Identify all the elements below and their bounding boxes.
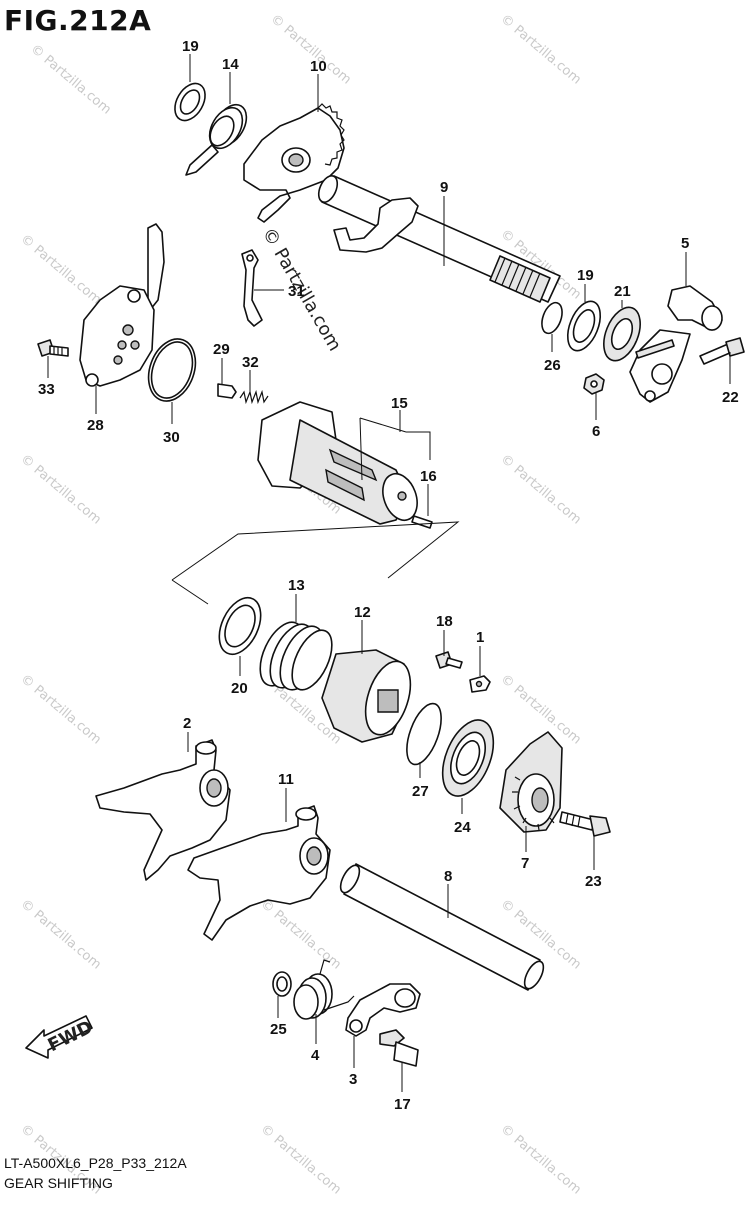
callout-14: 14 xyxy=(222,56,239,73)
callout-25: 25 xyxy=(270,1021,287,1038)
part-18-screw xyxy=(435,651,463,669)
callout-19: 19 xyxy=(577,267,594,284)
callout-18: 18 xyxy=(436,613,453,630)
fwd-direction-arrow: FWD xyxy=(25,1015,96,1059)
callout-9: 9 xyxy=(440,179,448,196)
watermark-text: © Partzilla.com xyxy=(497,452,583,528)
callout-7: 7 xyxy=(521,855,529,872)
part-19-washer xyxy=(174,82,206,122)
callout-3: 3 xyxy=(349,1071,357,1088)
watermark-text: © Partzilla.com xyxy=(257,1122,343,1198)
part-24-bearing xyxy=(441,719,495,797)
watermark-text: © Partzilla.com xyxy=(497,12,583,88)
part-22-bolt xyxy=(699,337,745,365)
part-26-circlip xyxy=(541,301,563,335)
watermark-text: © Partzilla.com xyxy=(17,672,103,748)
watermark-text: © Partzilla.com xyxy=(27,42,113,118)
callout-10: 10 xyxy=(310,58,327,75)
diagram-name: GEAR SHIFTING xyxy=(4,1175,113,1191)
callout-2: 2 xyxy=(183,715,191,732)
part-12-cam-driven-gear xyxy=(321,649,412,743)
callout-19: 19 xyxy=(182,38,199,55)
part-6-nut xyxy=(583,373,605,395)
part-14-spring xyxy=(185,103,248,176)
part-11-gearshift-fork xyxy=(187,805,331,941)
callout-6: 6 xyxy=(592,423,600,440)
callout-21: 21 xyxy=(614,283,631,300)
callout-27: 27 xyxy=(412,783,429,800)
callout-33: 33 xyxy=(38,381,55,398)
callout-8: 8 xyxy=(444,868,452,885)
watermark-text: © Partzilla.com xyxy=(267,12,353,88)
part-29-stopper-pin xyxy=(217,383,237,399)
part-28-gear-shift-cover xyxy=(79,223,165,387)
part-31-return-spring xyxy=(241,249,263,327)
part-23-bolt xyxy=(559,811,611,837)
part-5-gearshift-arm xyxy=(629,285,723,403)
part-8-fork-shaft xyxy=(339,863,545,991)
part-27-circlip xyxy=(406,702,442,766)
watermark-text: © Partzilla.com xyxy=(17,452,103,528)
callout-13: 13 xyxy=(288,577,305,594)
callout-4: 4 xyxy=(311,1047,320,1064)
diagram-code: LT-A500XL6_P28_P33_212A xyxy=(4,1155,187,1171)
part-3-gearshift-stopper xyxy=(345,983,421,1037)
callout-23: 23 xyxy=(585,873,602,890)
callout-24: 24 xyxy=(454,819,471,836)
part-15-gearshift-cam xyxy=(257,401,418,525)
watermark-text: © Partzilla.com xyxy=(257,897,343,973)
part-4-spring xyxy=(293,959,355,1020)
part-21-oil-seal xyxy=(603,306,641,362)
part-19-washer-right xyxy=(566,300,602,352)
watermark-text: © Partzilla.com xyxy=(17,897,103,973)
part-10-shift-arm-gear xyxy=(243,103,345,223)
part-9-gearshift-shaft xyxy=(317,175,561,303)
group-bracket-15 xyxy=(171,417,460,605)
part-33-bolt xyxy=(37,339,69,357)
callout-26: 26 xyxy=(544,357,561,374)
callout-12: 12 xyxy=(354,604,371,621)
callout-32: 32 xyxy=(242,354,259,371)
watermark-text: © Partzilla.com xyxy=(17,232,103,308)
callout-28: 28 xyxy=(87,417,104,434)
callout-30: 30 xyxy=(163,429,180,446)
leader-lines xyxy=(47,54,731,1092)
callout-22: 22 xyxy=(722,389,739,406)
callout-17: 17 xyxy=(394,1096,411,1113)
part-30-o-ring xyxy=(147,338,197,402)
part-32-spring xyxy=(239,389,269,405)
part-1-washer-small xyxy=(469,675,491,693)
callout-29: 29 xyxy=(213,341,230,358)
watermark-text: © Partzilla.com xyxy=(497,1122,583,1198)
callout-31: 31 xyxy=(288,283,305,300)
callout-16: 16 xyxy=(420,468,437,485)
part-2-gearshift-fork xyxy=(95,739,231,881)
part-20-washer xyxy=(218,596,262,656)
callout-15: 15 xyxy=(391,395,408,412)
part-16-pin xyxy=(411,515,433,529)
callout-20: 20 xyxy=(231,680,248,697)
part-25-washer xyxy=(272,971,292,997)
part-17-bolt xyxy=(379,1029,419,1067)
part-7-gearshift-shaft-gear xyxy=(499,731,563,833)
callout-11: 11 xyxy=(278,771,294,788)
callout-5: 5 xyxy=(681,235,689,252)
callout-1: 1 xyxy=(476,629,484,646)
callout-labels: 19 14 10 9 5 19 21 26 22 6 31 33 28 30 2… xyxy=(38,38,739,1113)
part-13-spring xyxy=(259,621,333,691)
figure-title: FIG.212A xyxy=(4,4,152,37)
